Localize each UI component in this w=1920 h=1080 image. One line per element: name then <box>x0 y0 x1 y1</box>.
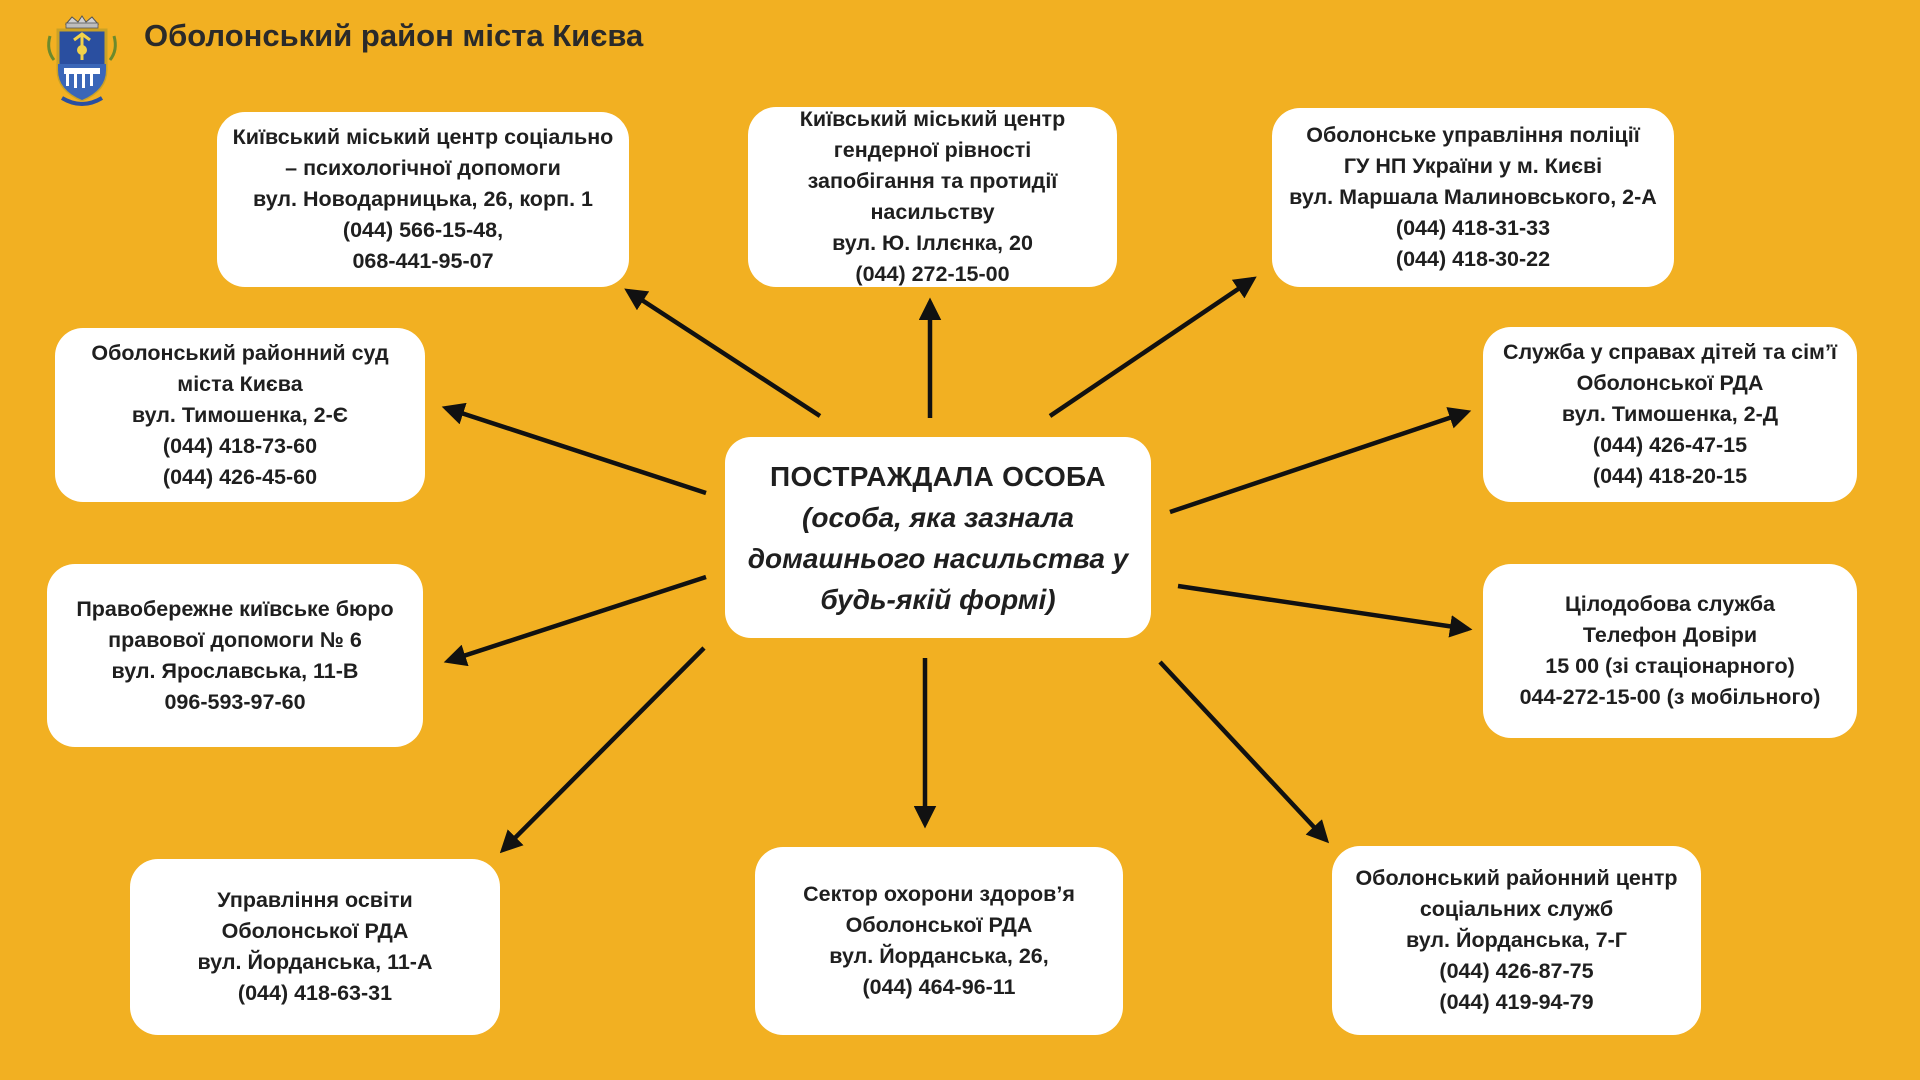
service-box-legal-aid-bureau: Правобережне київське бюро правової допо… <box>47 564 423 747</box>
service-box-city-social-psychological-center: Київський міський центр соціально – псих… <box>217 112 629 287</box>
center-node-subtitle-line: будь-якій формі) <box>820 583 1056 615</box>
service-line: Оболонської РДА <box>1576 371 1764 395</box>
service-line: Київський міський центр <box>799 107 1066 131</box>
service-box-children-family-service: Служба у справах дітей та сім’ї Оболонсь… <box>1483 327 1857 502</box>
service-phone: 096-593-97-60 <box>164 689 306 714</box>
service-address: вул. Тимошенка, 2-Є <box>131 402 349 427</box>
service-line: ГУ НП України у м. Києві <box>1343 154 1603 178</box>
service-line: Сектор охорони здоров’я <box>803 882 1075 906</box>
service-line: Оболонський районний суд <box>91 340 389 365</box>
service-address: вул. Йорданська, 11-А <box>197 950 433 974</box>
arrow-to-court <box>441 402 707 496</box>
service-address: вул. Тимошенка, 2-Д <box>1561 402 1779 426</box>
service-address: вул. Йорданська, 26, <box>829 944 1049 968</box>
service-line: Служба у справах дітей та сім’ї <box>1503 340 1837 364</box>
service-phone: (044) 426-87-75 <box>1439 959 1594 983</box>
service-phone: (044) 418-30-22 <box>1395 247 1551 271</box>
service-box-city-gender-equality-center: Київський міський центр гендерної рівнос… <box>748 107 1117 287</box>
service-line: запобігання та протидії <box>807 169 1058 193</box>
service-phone: (044) 272-15-00 <box>855 262 1010 286</box>
service-line: Цілодобова служба <box>1565 592 1775 616</box>
service-line: Київський міський центр соціально <box>232 125 614 149</box>
service-phone: (044) 426-47-15 <box>1592 433 1748 457</box>
service-address: вул. Йорданська, 7-Г <box>1406 928 1627 952</box>
service-phone: (044) 464-96-11 <box>862 975 1016 999</box>
service-phone: (044) 418-73-60 <box>162 433 318 458</box>
service-box-trust-hotline: Цілодобова служба Телефон Довіри 15 00 (… <box>1483 564 1857 738</box>
service-line: Правобережне київське бюро <box>76 596 394 621</box>
service-phone: 044-272-15-00 (з мобільного) <box>1519 685 1821 709</box>
arrow-to-children-service <box>1169 407 1472 515</box>
service-line: міста Києва <box>177 371 303 396</box>
service-phone: (044) 426-45-60 <box>162 464 318 489</box>
arrow-to-legal-aid <box>443 574 707 667</box>
service-address: вул. Новодарницька, 26, корп. 1 <box>253 187 593 211</box>
service-line: – психологічної допомоги <box>285 156 561 180</box>
service-line: Оболонської РДА <box>845 913 1033 937</box>
page-title: Оболонський район міста Києва <box>144 18 644 53</box>
arrow-to-social-psych-center <box>624 288 822 418</box>
arrow-to-education-dept <box>499 646 706 854</box>
service-line: правової допомоги № 6 <box>108 627 362 652</box>
service-box-health-care-sector: Сектор охорони здоров’я Оболонської РДА … <box>755 847 1123 1035</box>
arrow-to-social-services-center <box>1158 660 1330 844</box>
service-phone: (044) 418-31-33 <box>1395 216 1551 240</box>
center-node-title: ПОСТРАЖДАЛА ОСОБА <box>770 460 1106 492</box>
service-phone: 068-441-95-07 <box>352 249 494 273</box>
arrow-to-police <box>1048 276 1257 418</box>
center-node-subtitle-line: домашнього насильства у <box>747 542 1129 574</box>
service-line: соціальних служб <box>1419 897 1614 921</box>
service-line: насильству <box>870 200 995 224</box>
arrow-to-trust-hotline <box>1177 583 1473 638</box>
service-box-obolon-district-court: Оболонський районний суд міста Києва вул… <box>55 328 425 502</box>
service-box-district-social-services-center: Оболонський районний центр соціальних сл… <box>1332 846 1701 1035</box>
service-phone: (044) 418-20-15 <box>1592 464 1748 488</box>
service-address: вул. Ярославська, 11-В <box>111 658 359 683</box>
service-line: Телефон Довіри <box>1582 623 1758 647</box>
service-line: Оболонської РДА <box>221 919 409 943</box>
service-line: гендерної рівності <box>833 138 1032 162</box>
service-phone: (044) 418-63-31 <box>237 981 393 1005</box>
service-box-education-department: Управління освіти Оболонської РДА вул. Й… <box>130 859 500 1035</box>
service-phone: 15 00 (зі стаціонарного) <box>1545 654 1795 678</box>
service-line: Оболонське управління поліції <box>1306 123 1640 147</box>
service-line: Управління освіти <box>217 888 413 912</box>
service-phone: (044) 419-94-79 <box>1439 990 1594 1014</box>
center-node-victim: ПОСТРАЖДАЛА ОСОБА (особа, яка зазнала до… <box>725 437 1151 638</box>
service-phone: (044) 566-15-48, <box>342 218 504 242</box>
service-address: вул. Маршала Малиновського, 2-А <box>1289 185 1657 209</box>
center-node-subtitle-line: (особа, яка зазнала <box>802 501 1074 533</box>
coat-of-arms-icon <box>44 14 120 110</box>
service-address: вул. Ю. Іллєнка, 20 <box>832 231 1033 255</box>
service-box-obolon-police-department: Оболонське управління поліції ГУ НП Укра… <box>1272 108 1674 287</box>
service-line: Оболонський районний центр <box>1355 866 1678 890</box>
